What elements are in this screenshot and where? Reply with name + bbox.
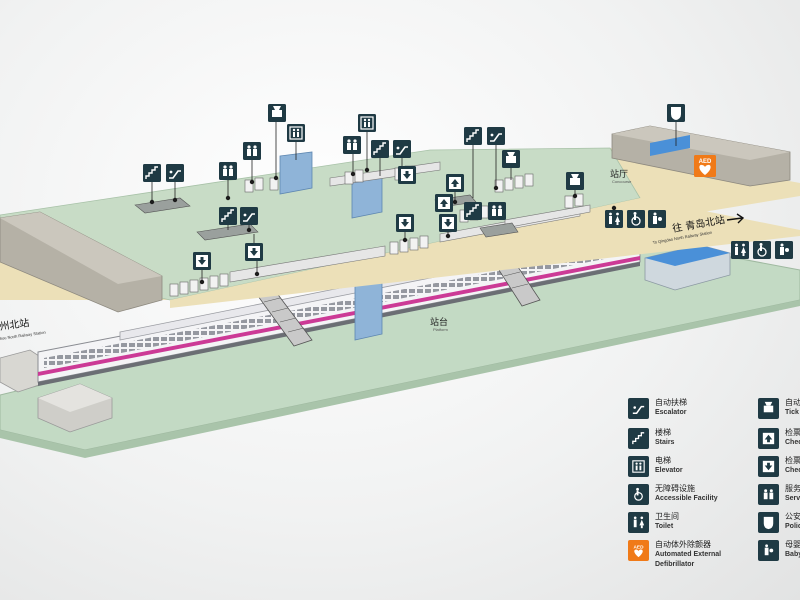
service-icon	[758, 484, 779, 505]
arrow-right-icon	[726, 213, 745, 224]
ticket-icon	[758, 398, 779, 419]
map-service-icon	[343, 136, 361, 154]
map-ticket-icon	[502, 150, 520, 168]
map-check-out-icon	[439, 214, 457, 232]
toilet-icon	[628, 512, 649, 533]
direction-left-label: 州北站	[0, 316, 30, 333]
map-accessible-icon	[752, 240, 772, 260]
legend-item-check-out: 检票Chec	[758, 456, 800, 477]
platform-label: 站台	[430, 316, 448, 328]
map-service-icon	[219, 162, 237, 180]
elevator-shaft-left	[279, 151, 313, 195]
map-stairs-icon	[218, 206, 238, 226]
map-stairs-icon	[463, 126, 483, 146]
map-stairs-icon	[463, 201, 483, 221]
map-service-icon	[488, 202, 506, 220]
platform-label-en: Platform	[433, 327, 449, 332]
map-check-out-icon	[398, 166, 416, 184]
map-escalator-icon	[165, 163, 185, 183]
legend-item-baby-care: 母婴Baby	[758, 540, 800, 561]
police-icon	[758, 512, 779, 533]
svg-text:AED: AED	[634, 545, 645, 551]
escalator-icon	[628, 398, 649, 419]
check-out-icon	[758, 456, 779, 477]
map-toilet-icon	[731, 241, 749, 259]
direction-left-label-en: hou North Railway Station	[0, 330, 46, 341]
legend-item-check-in: 检票Chec	[758, 428, 800, 449]
map-ticket-icon	[566, 172, 584, 190]
aed-icon: AED	[628, 540, 649, 561]
map-aed-icon: AED	[694, 155, 716, 177]
map-escalator-icon	[392, 139, 412, 159]
check-in-icon	[758, 428, 779, 449]
concourse-label: 站厅	[610, 168, 628, 180]
map-accessible-icon	[626, 209, 646, 229]
stairs-icon	[628, 428, 649, 449]
legend-item-service: 服务Servi	[758, 484, 800, 505]
concourse-label-en: Concourse	[612, 179, 632, 184]
map-toilet-icon	[605, 210, 623, 228]
map-check-in-icon	[435, 194, 453, 212]
accessible-icon	[628, 484, 649, 505]
map-stairs-icon	[142, 163, 162, 183]
baby-care-icon	[758, 540, 779, 561]
map-police-icon	[667, 104, 685, 122]
train-front	[37, 235, 641, 386]
map-check-out-icon	[396, 214, 414, 232]
elevator-icon	[628, 456, 649, 477]
map-elevator-icon	[357, 113, 377, 133]
map-baby-care-icon	[648, 210, 666, 228]
map-baby-care-icon	[775, 241, 793, 259]
map-service-icon	[243, 142, 261, 160]
map-ticket-icon	[268, 104, 286, 122]
map-escalator-icon	[239, 206, 259, 226]
map-escalator-icon	[486, 126, 506, 146]
map-stairs-icon	[370, 139, 390, 159]
map-check-out-icon	[245, 243, 263, 261]
map-check-out-icon	[193, 252, 211, 270]
svg-text:AED: AED	[699, 159, 712, 165]
map-check-in-icon	[446, 174, 464, 192]
map-elevator-icon	[286, 123, 306, 143]
